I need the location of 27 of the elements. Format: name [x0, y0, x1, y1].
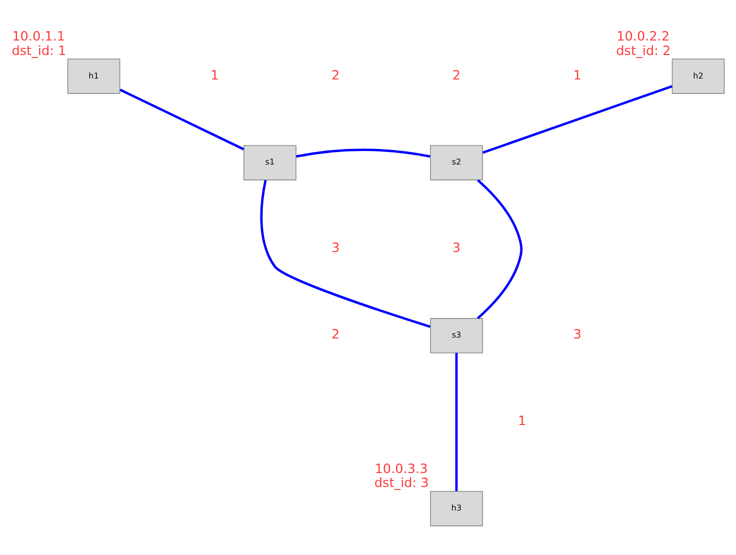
- node-label: dst_id: 2: [616, 43, 671, 58]
- connector: [455, 352, 458, 491]
- node-label: 10.0.1.1: [12, 28, 66, 44]
- connector: [476, 178, 523, 319]
- label: 3: [452, 240, 461, 256]
- label: 1: [573, 68, 582, 83]
- node-label: 10.0.2.2: [616, 28, 670, 44]
- node-label: dst_id: 3: [374, 476, 429, 491]
- node-label: 10.0.3.3: [374, 461, 428, 476]
- label: 3: [573, 327, 582, 342]
- node-box: s1: [244, 144, 296, 180]
- label: 3: [331, 240, 340, 256]
- connector: [260, 180, 431, 328]
- connector: [120, 88, 244, 150]
- node-box: s2: [430, 144, 483, 180]
- node-box: h1: [67, 58, 120, 94]
- connector: [296, 148, 430, 158]
- node-box: s3: [430, 318, 483, 353]
- node-box: h2: [672, 58, 725, 94]
- label: 1: [210, 68, 219, 83]
- node-box: h3: [430, 490, 483, 526]
- label: 1: [518, 414, 526, 429]
- connector: [482, 84, 673, 154]
- label: 2: [452, 68, 461, 83]
- node-label: dst_id: 1: [12, 43, 66, 58]
- label: 2: [331, 68, 340, 83]
- label: 2: [331, 327, 340, 342]
